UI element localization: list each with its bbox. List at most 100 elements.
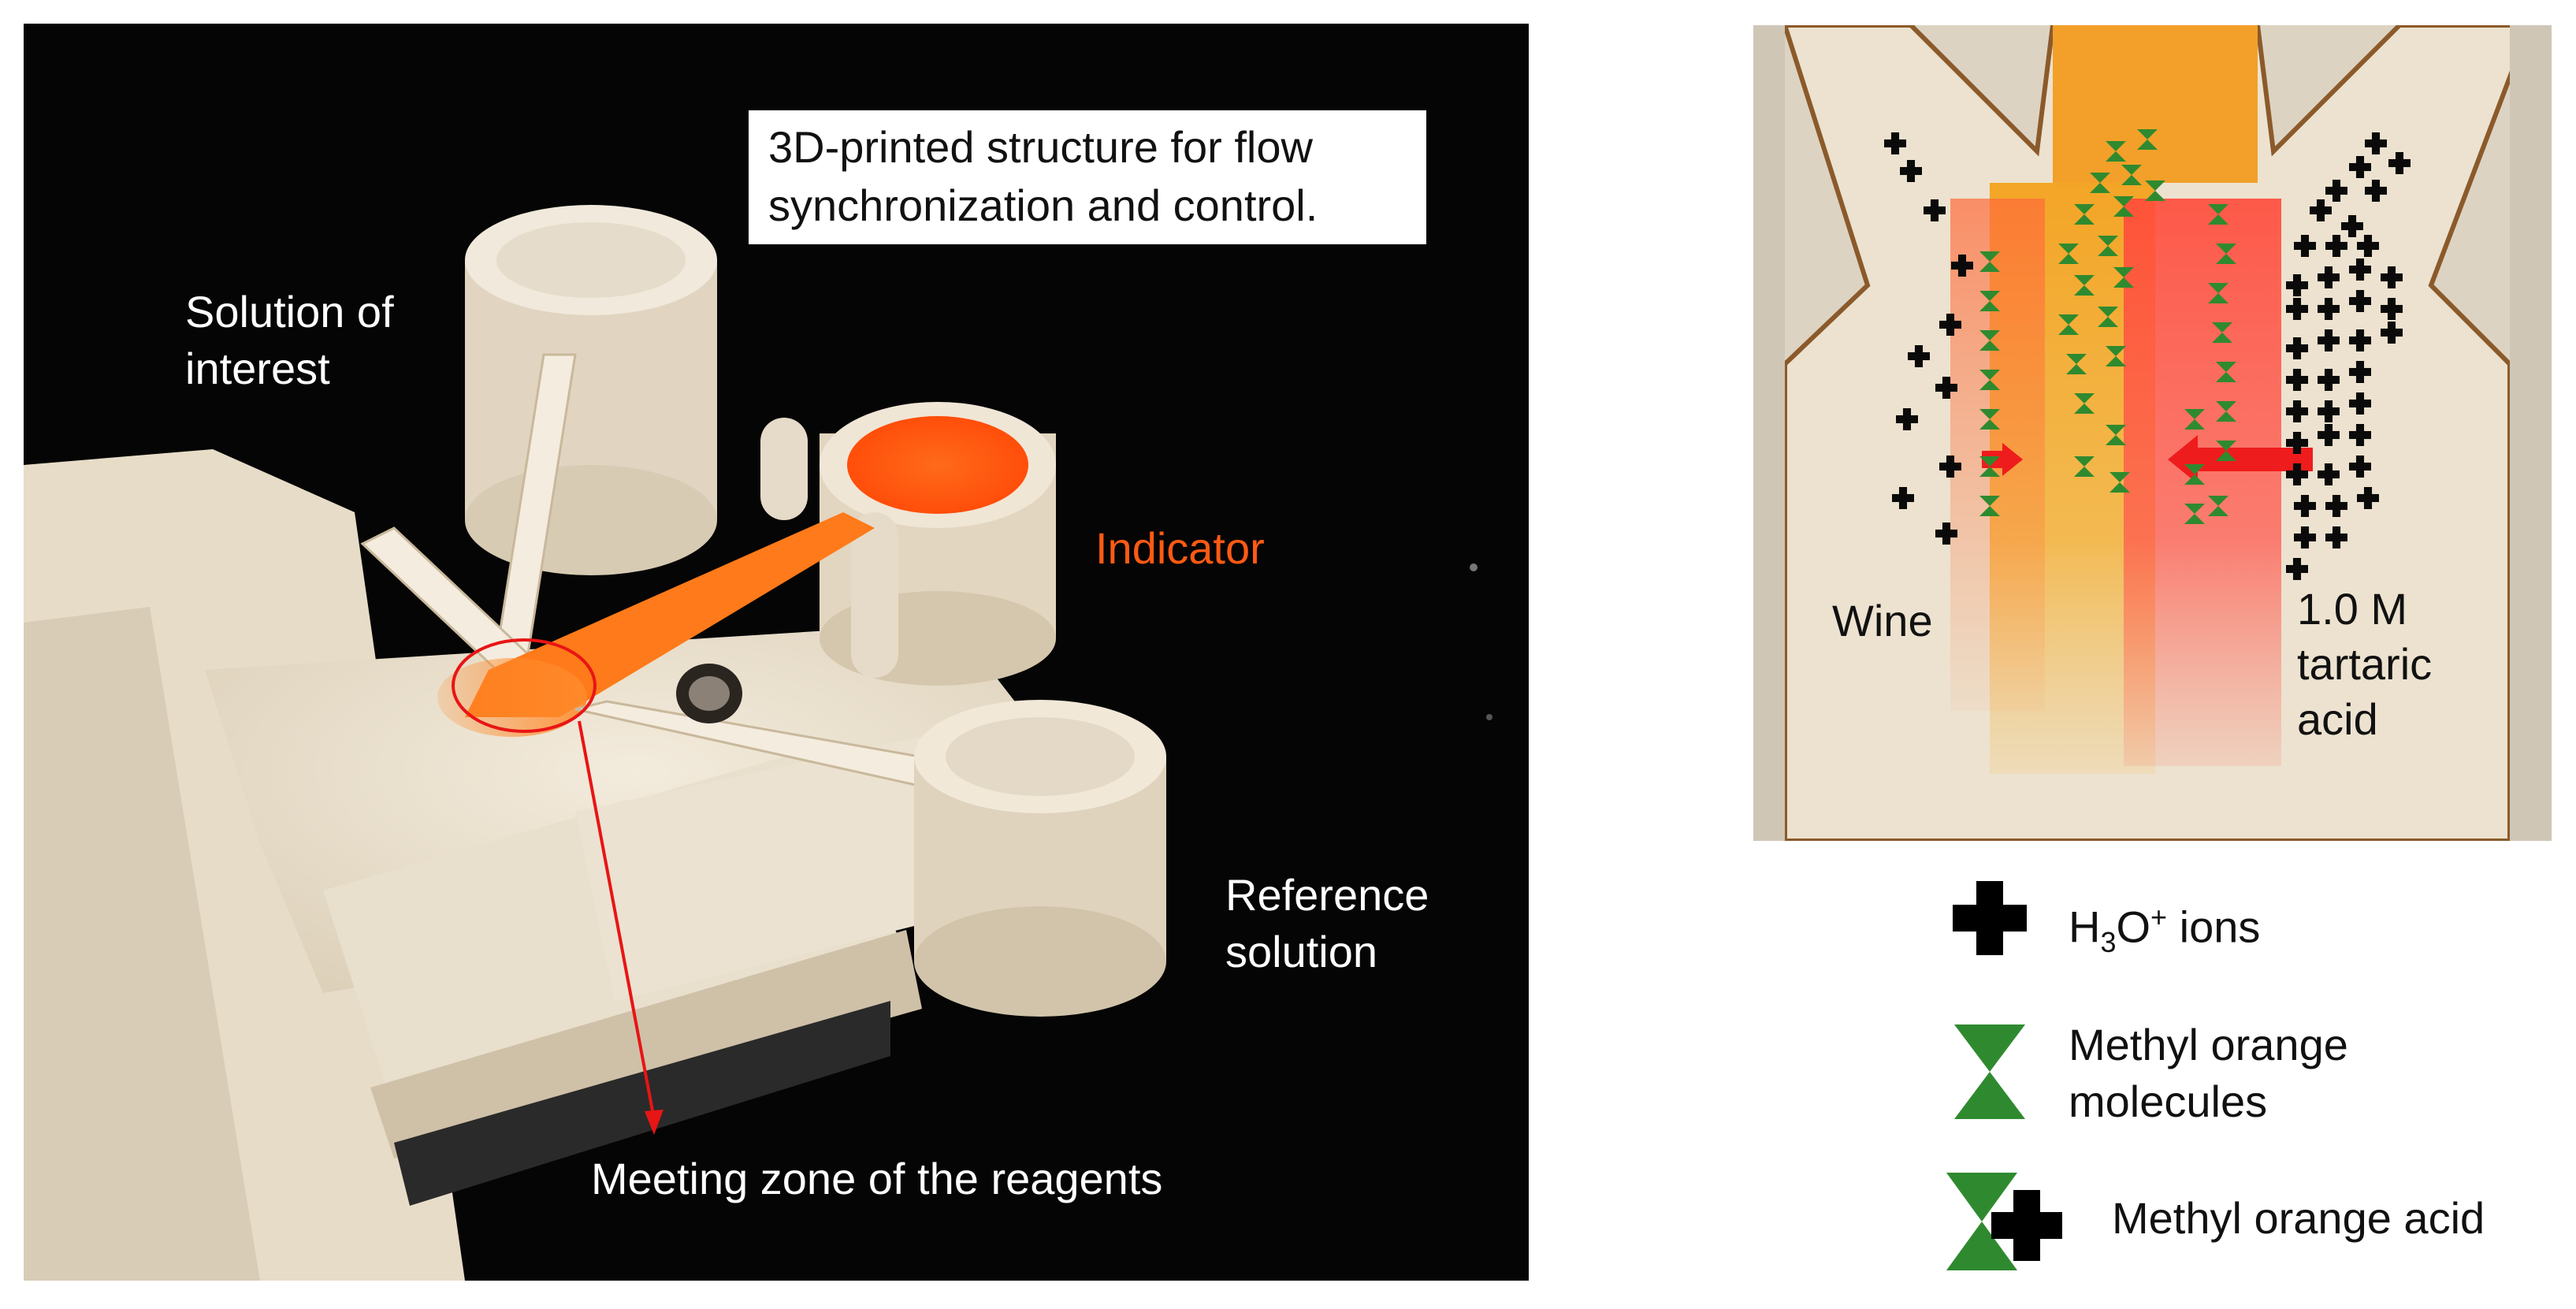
label-solution-of-interest: Solution of interest <box>185 287 394 393</box>
plus-marker <box>2381 298 2403 320</box>
plus-marker <box>2349 290 2371 312</box>
methyl-orange-markers <box>1979 129 2236 524</box>
plus-marker <box>2286 274 2308 296</box>
plus-marker <box>2349 456 2371 478</box>
hourglass-marker <box>2106 346 2126 366</box>
plus-marker <box>2365 132 2387 154</box>
label-acid-line2: tartaric <box>2297 639 2433 689</box>
plus-marker <box>2318 369 2340 391</box>
plus-marker <box>2349 424 2371 446</box>
plus-marker <box>2381 322 2403 344</box>
plus-marker <box>1939 456 1961 478</box>
methyl-orange-acid-icon <box>1942 1166 2076 1277</box>
hourglass-marker <box>1979 370 2000 390</box>
channel-closeup <box>1753 25 2552 841</box>
hourglass-marker <box>2106 425 2126 445</box>
caption-text: 3D-printed structure for flow synchroniz… <box>768 122 1318 230</box>
plus-marker <box>2286 558 2308 580</box>
plus-marker <box>2381 266 2403 288</box>
label-acid-line3: acid <box>2297 694 2378 744</box>
hourglass-icon <box>1950 1021 2029 1123</box>
hourglass-marker <box>1979 456 2000 477</box>
plus-marker <box>2294 526 2316 549</box>
hourglass-marker <box>1979 251 2000 272</box>
hourglass-marker <box>2184 504 2205 524</box>
device-photo: 3D-printed structure for flow synchroniz… <box>24 24 1529 1281</box>
hourglass-marker <box>2208 283 2228 303</box>
plus-marker <box>1908 345 1930 367</box>
hourglass-marker <box>2216 362 2236 382</box>
plus-marker <box>1900 160 1922 182</box>
plus-marker <box>2286 369 2308 391</box>
hourglass-marker <box>2208 204 2228 225</box>
plus-marker <box>2325 526 2347 549</box>
plus-marker <box>2349 392 2371 415</box>
hourglass-marker <box>2137 129 2158 150</box>
hourglass-marker <box>2058 314 2079 335</box>
label-indicator: Indicator <box>1095 523 1265 573</box>
hourglass-marker <box>2074 204 2095 225</box>
plus-marker <box>2318 463 2340 485</box>
hourglass-marker <box>2058 244 2079 264</box>
plus-marker <box>2286 337 2308 359</box>
caption-box: 3D-printed structure for flow synchroniz… <box>749 110 1426 244</box>
plus-marker <box>2318 424 2340 446</box>
hourglass-marker <box>2208 496 2228 516</box>
meeting-zone-marker <box>452 638 597 733</box>
hourglass-marker <box>2074 275 2095 296</box>
plus-marker <box>2318 298 2340 320</box>
plus-marker <box>2294 235 2316 257</box>
plus-marker <box>1896 408 1918 430</box>
hourglass-marker <box>1979 330 2000 351</box>
hourglass-marker <box>2216 401 2236 422</box>
hourglass-marker <box>2074 393 2095 414</box>
hourglass-marker <box>2066 354 2087 374</box>
label-wine: Wine <box>1832 596 1933 645</box>
plus-marker <box>2349 258 2371 281</box>
plus-marker <box>2318 400 2340 422</box>
plus-marker <box>2294 495 2316 517</box>
legend-methyl-orange-line2: molecules <box>2069 1077 2268 1126</box>
hourglass-marker <box>2106 141 2126 162</box>
label-meeting-zone: Meeting zone of the reagents <box>591 1154 1163 1203</box>
plus-marker <box>2325 235 2347 257</box>
plus-marker <box>1951 255 1973 277</box>
plus-marker <box>2286 400 2308 422</box>
indicator-reservoir <box>847 416 1028 514</box>
plus-marker <box>2357 487 2379 509</box>
plus-marker <box>2286 432 2308 454</box>
hourglass-marker <box>2121 165 2142 185</box>
hourglass-marker <box>1979 496 2000 516</box>
plus-marker <box>2365 180 2387 202</box>
hourglass-marker <box>2216 441 2236 461</box>
hourglass-marker <box>2184 464 2205 485</box>
plus-marker <box>2388 152 2411 174</box>
plus-marker <box>2286 298 2308 320</box>
plus-marker <box>1892 487 1914 509</box>
plus-marker <box>2286 463 2308 485</box>
plus-marker <box>1924 199 1946 221</box>
plus-marker <box>2349 156 2371 178</box>
plus-marker <box>2310 199 2332 221</box>
hourglass-marker <box>2090 173 2110 193</box>
hourglass-marker <box>1979 291 2000 311</box>
channel-closeup-photo: Wine 1.0 M tartaric acid <box>1753 25 2552 841</box>
hourglass-marker <box>2098 236 2118 256</box>
hourglass-marker <box>2113 267 2134 288</box>
plus-marker <box>2357 235 2379 257</box>
legend-methyl-orange-acid: Methyl orange acid <box>2112 1193 2485 1243</box>
hourglass-marker <box>2098 307 2118 327</box>
plus-marker <box>2341 215 2363 237</box>
indicator-channel <box>465 512 875 717</box>
legend-h3o-ions: H3O+ ions <box>2069 901 2261 958</box>
h3o-ion-markers <box>1884 132 2411 580</box>
plus-marker <box>2349 329 2371 351</box>
device-illustration <box>24 205 1492 1281</box>
hourglass-marker <box>2212 322 2232 343</box>
plus-marker <box>2318 329 2340 351</box>
meeting-zone-pointer <box>578 720 656 1120</box>
plus-marker <box>1935 522 1957 545</box>
plus-marker <box>2318 266 2340 288</box>
plus-marker <box>1939 314 1961 336</box>
hourglass-marker <box>2109 472 2130 493</box>
